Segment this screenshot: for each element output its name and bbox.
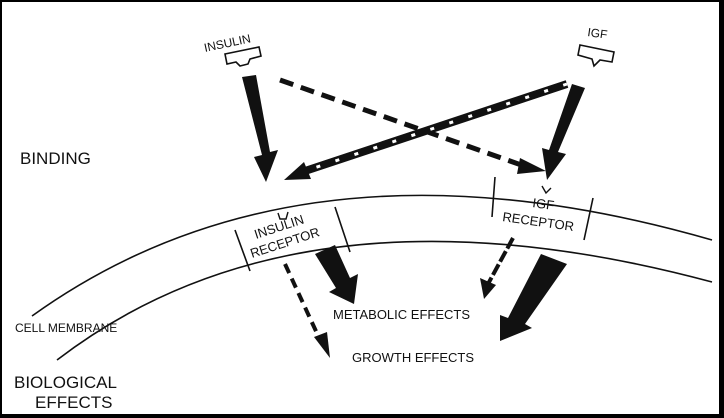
binding-label: BINDING: [20, 149, 91, 168]
insulin-metabolic-arrow: [315, 245, 358, 304]
growth-effects-label: GROWTH EFFECTS: [352, 350, 474, 365]
insulin-binding-arrow: [242, 75, 278, 182]
igf-ligand-icon: [577, 44, 615, 68]
metabolic-effects-label: METABOLIC EFFECTS: [333, 307, 470, 322]
membrane-outer-line: [31, 194, 713, 317]
cell-membrane-label: CELL MEMBRANE: [15, 321, 117, 335]
igf-to-insulin-receptor-striped-arrow: [300, 80, 569, 176]
igf-binding-arrow: [542, 84, 585, 180]
igf-ligand-label: IGF: [587, 25, 609, 42]
insulin-ligand-icon: [224, 46, 262, 67]
igf-receptor-label-1: IGF: [532, 195, 556, 213]
insulin-to-igf-receptor-dashed-arrow: [279, 77, 528, 170]
diagram-canvas: INSULIN RECEPTOR IGF RECEPTOR INSULIN IG…: [2, 2, 719, 414]
igf-receptor: [491, 176, 594, 241]
biological-label: BIOLOGICAL: [14, 373, 117, 392]
effects-label: EFFECTS: [35, 393, 112, 412]
striped-arrowhead-icon: [284, 162, 311, 180]
growth-arrowhead-icon: [314, 332, 330, 358]
insulin-growth-dashed-arrow: [283, 263, 323, 343]
diagram-svg: INSULIN RECEPTOR IGF RECEPTOR INSULIN IG…: [14, 25, 713, 412]
dashed-arrowhead-icon: [517, 158, 546, 174]
igf-receptor-label-2: RECEPTOR: [502, 209, 575, 234]
igf-growth-arrow: [500, 254, 567, 341]
membrane-inner-line: [56, 240, 713, 361]
igf-metabolic-arrowhead-icon: [480, 278, 496, 299]
insulin-receptor: [234, 206, 351, 272]
igf-metabolic-arrow: [486, 237, 515, 285]
